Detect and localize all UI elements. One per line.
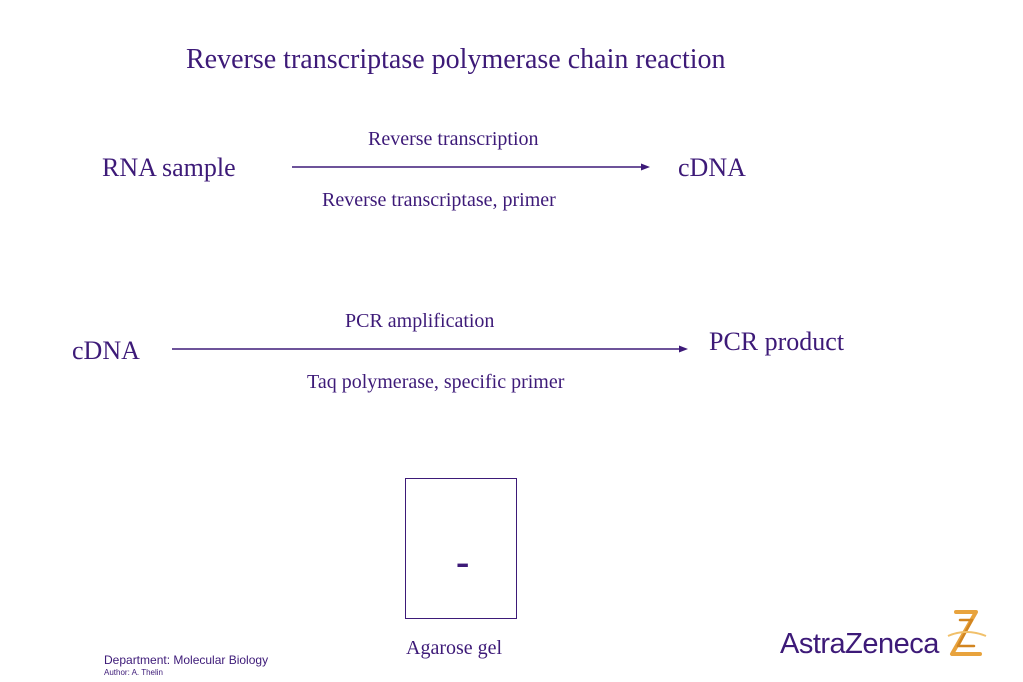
step2-label-above: PCR amplification [345,310,495,332]
astrazeneca-logo: AstraZeneca [780,606,990,662]
step1-output: cDNA [678,153,746,182]
logo-text: AstraZeneca [780,628,939,660]
step1-input: RNA sample [102,153,236,182]
step1-label-below: Reverse transcriptase, primer [322,189,556,211]
step1-arrow [292,163,650,171]
step2-label-below: Taq polymerase, specific primer [307,371,565,393]
step2-arrow [172,345,688,353]
step2-output: PCR product [709,327,845,356]
footer-department: Department: Molecular Biology [104,653,269,667]
slide-title: Reverse transcriptase polymerase chain r… [186,44,726,75]
agarose-gel-box [405,478,517,619]
step1-label-above: Reverse transcription [368,128,539,150]
gel-caption: Agarose gel [406,637,503,659]
footer-author: Author: A. Thelin [104,668,163,677]
astrazeneca-logo-icon [947,610,987,656]
step2-input: cDNA [72,336,140,365]
gel-band-mark: - [456,539,470,584]
